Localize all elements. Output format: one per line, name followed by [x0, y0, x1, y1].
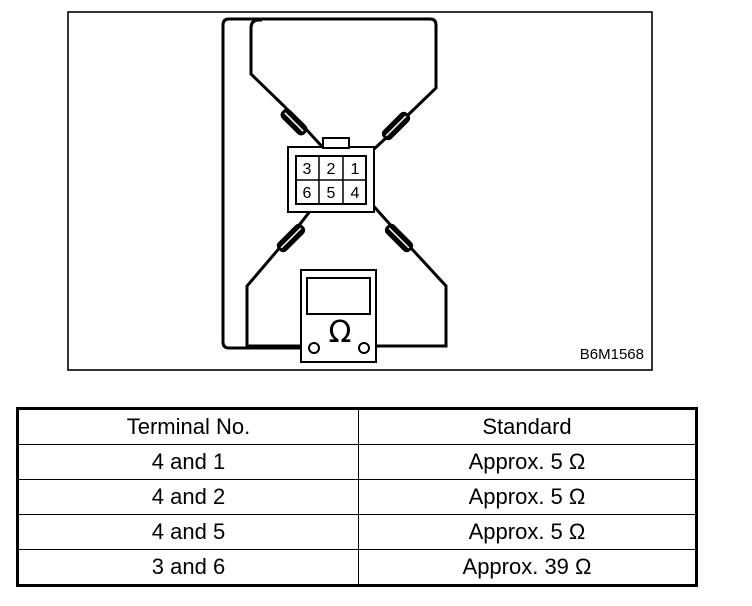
table-header-row: Terminal No. Standard [17, 408, 697, 445]
connector: 3 2 1 6 5 4 [287, 137, 375, 213]
probe-lower-left [276, 223, 306, 253]
meter-symbol: Ω [329, 315, 352, 350]
terminal-cell: 3 and 6 [17, 549, 359, 586]
pin-6: 6 [303, 185, 312, 202]
header-terminal: Terminal No. [17, 408, 359, 445]
table-row: 4 and 1 Approx. 5 Ω [17, 444, 697, 480]
terminal-cell: 4 and 2 [17, 479, 359, 515]
pin-2: 2 [327, 161, 336, 178]
wire-outer-right [221, 17, 438, 350]
header-standard: Standard [358, 408, 697, 445]
wiring-diagram: 3 2 1 6 5 4 Ω B6M1568 [67, 11, 653, 371]
table-row: 4 and 2 Approx. 5 Ω [17, 479, 697, 515]
wire-upper-left [249, 18, 329, 154]
wire-lower-left [245, 200, 320, 348]
pin-5: 5 [327, 185, 336, 202]
ohmmeter-icon: Ω [300, 269, 377, 363]
table-row: 4 and 5 Approx. 5 Ω [17, 514, 697, 550]
meter-terminal-left [308, 342, 320, 354]
standard-cell: Approx. 39 Ω [358, 549, 697, 586]
terminal-cell: 4 and 1 [17, 444, 359, 480]
pin-3: 3 [303, 161, 312, 178]
figure-frame [67, 11, 653, 371]
table-row: 3 and 6 Approx. 39 Ω [17, 549, 697, 586]
resistance-spec-table: Terminal No. Standard 4 and 1 Approx. 5 … [16, 407, 698, 587]
probe-upper-left [280, 108, 308, 136]
pin-4: 4 [351, 185, 360, 202]
standard-cell: Approx. 5 Ω [358, 514, 697, 550]
probe-upper-right [381, 111, 411, 141]
figure-code: B6M1568 [580, 346, 644, 363]
standard-cell: Approx. 5 Ω [358, 479, 697, 515]
terminal-cell: 4 and 5 [17, 514, 359, 550]
probe-lower-right [384, 223, 414, 253]
wire-lower-right [367, 200, 448, 348]
standard-cell: Approx. 5 Ω [358, 444, 697, 480]
diagram-svg: 3 2 1 6 5 4 Ω B6M1568 [67, 11, 653, 371]
pin-1: 1 [351, 161, 360, 178]
meter-terminal-right [358, 342, 370, 354]
